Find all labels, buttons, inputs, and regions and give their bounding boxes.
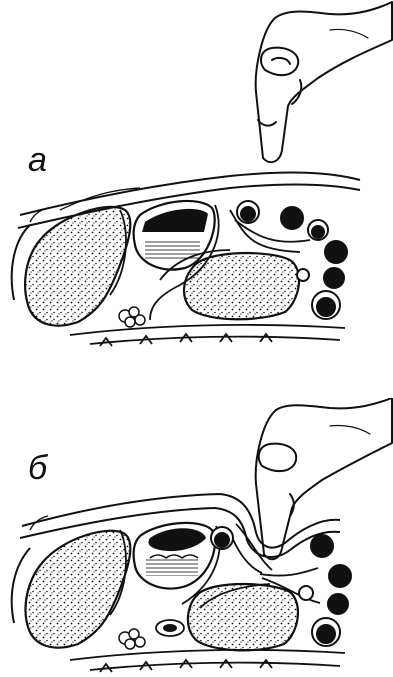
panel-b: б bbox=[0, 398, 393, 677]
posterior-wall bbox=[70, 325, 345, 346]
lymph-cluster bbox=[119, 307, 145, 327]
pointing-finger-icon bbox=[256, 2, 392, 162]
kidney-organ bbox=[184, 253, 299, 319]
panel-a: а bbox=[0, 0, 393, 350]
illustration-a bbox=[0, 0, 393, 350]
lymph-cluster bbox=[119, 629, 145, 649]
illustration-b bbox=[0, 398, 393, 677]
posterior-wall bbox=[70, 650, 345, 672]
liver-organ bbox=[25, 207, 130, 326]
kidney-organ bbox=[188, 584, 298, 650]
gallbladder-organ bbox=[134, 523, 215, 589]
liver-organ bbox=[26, 531, 131, 648]
